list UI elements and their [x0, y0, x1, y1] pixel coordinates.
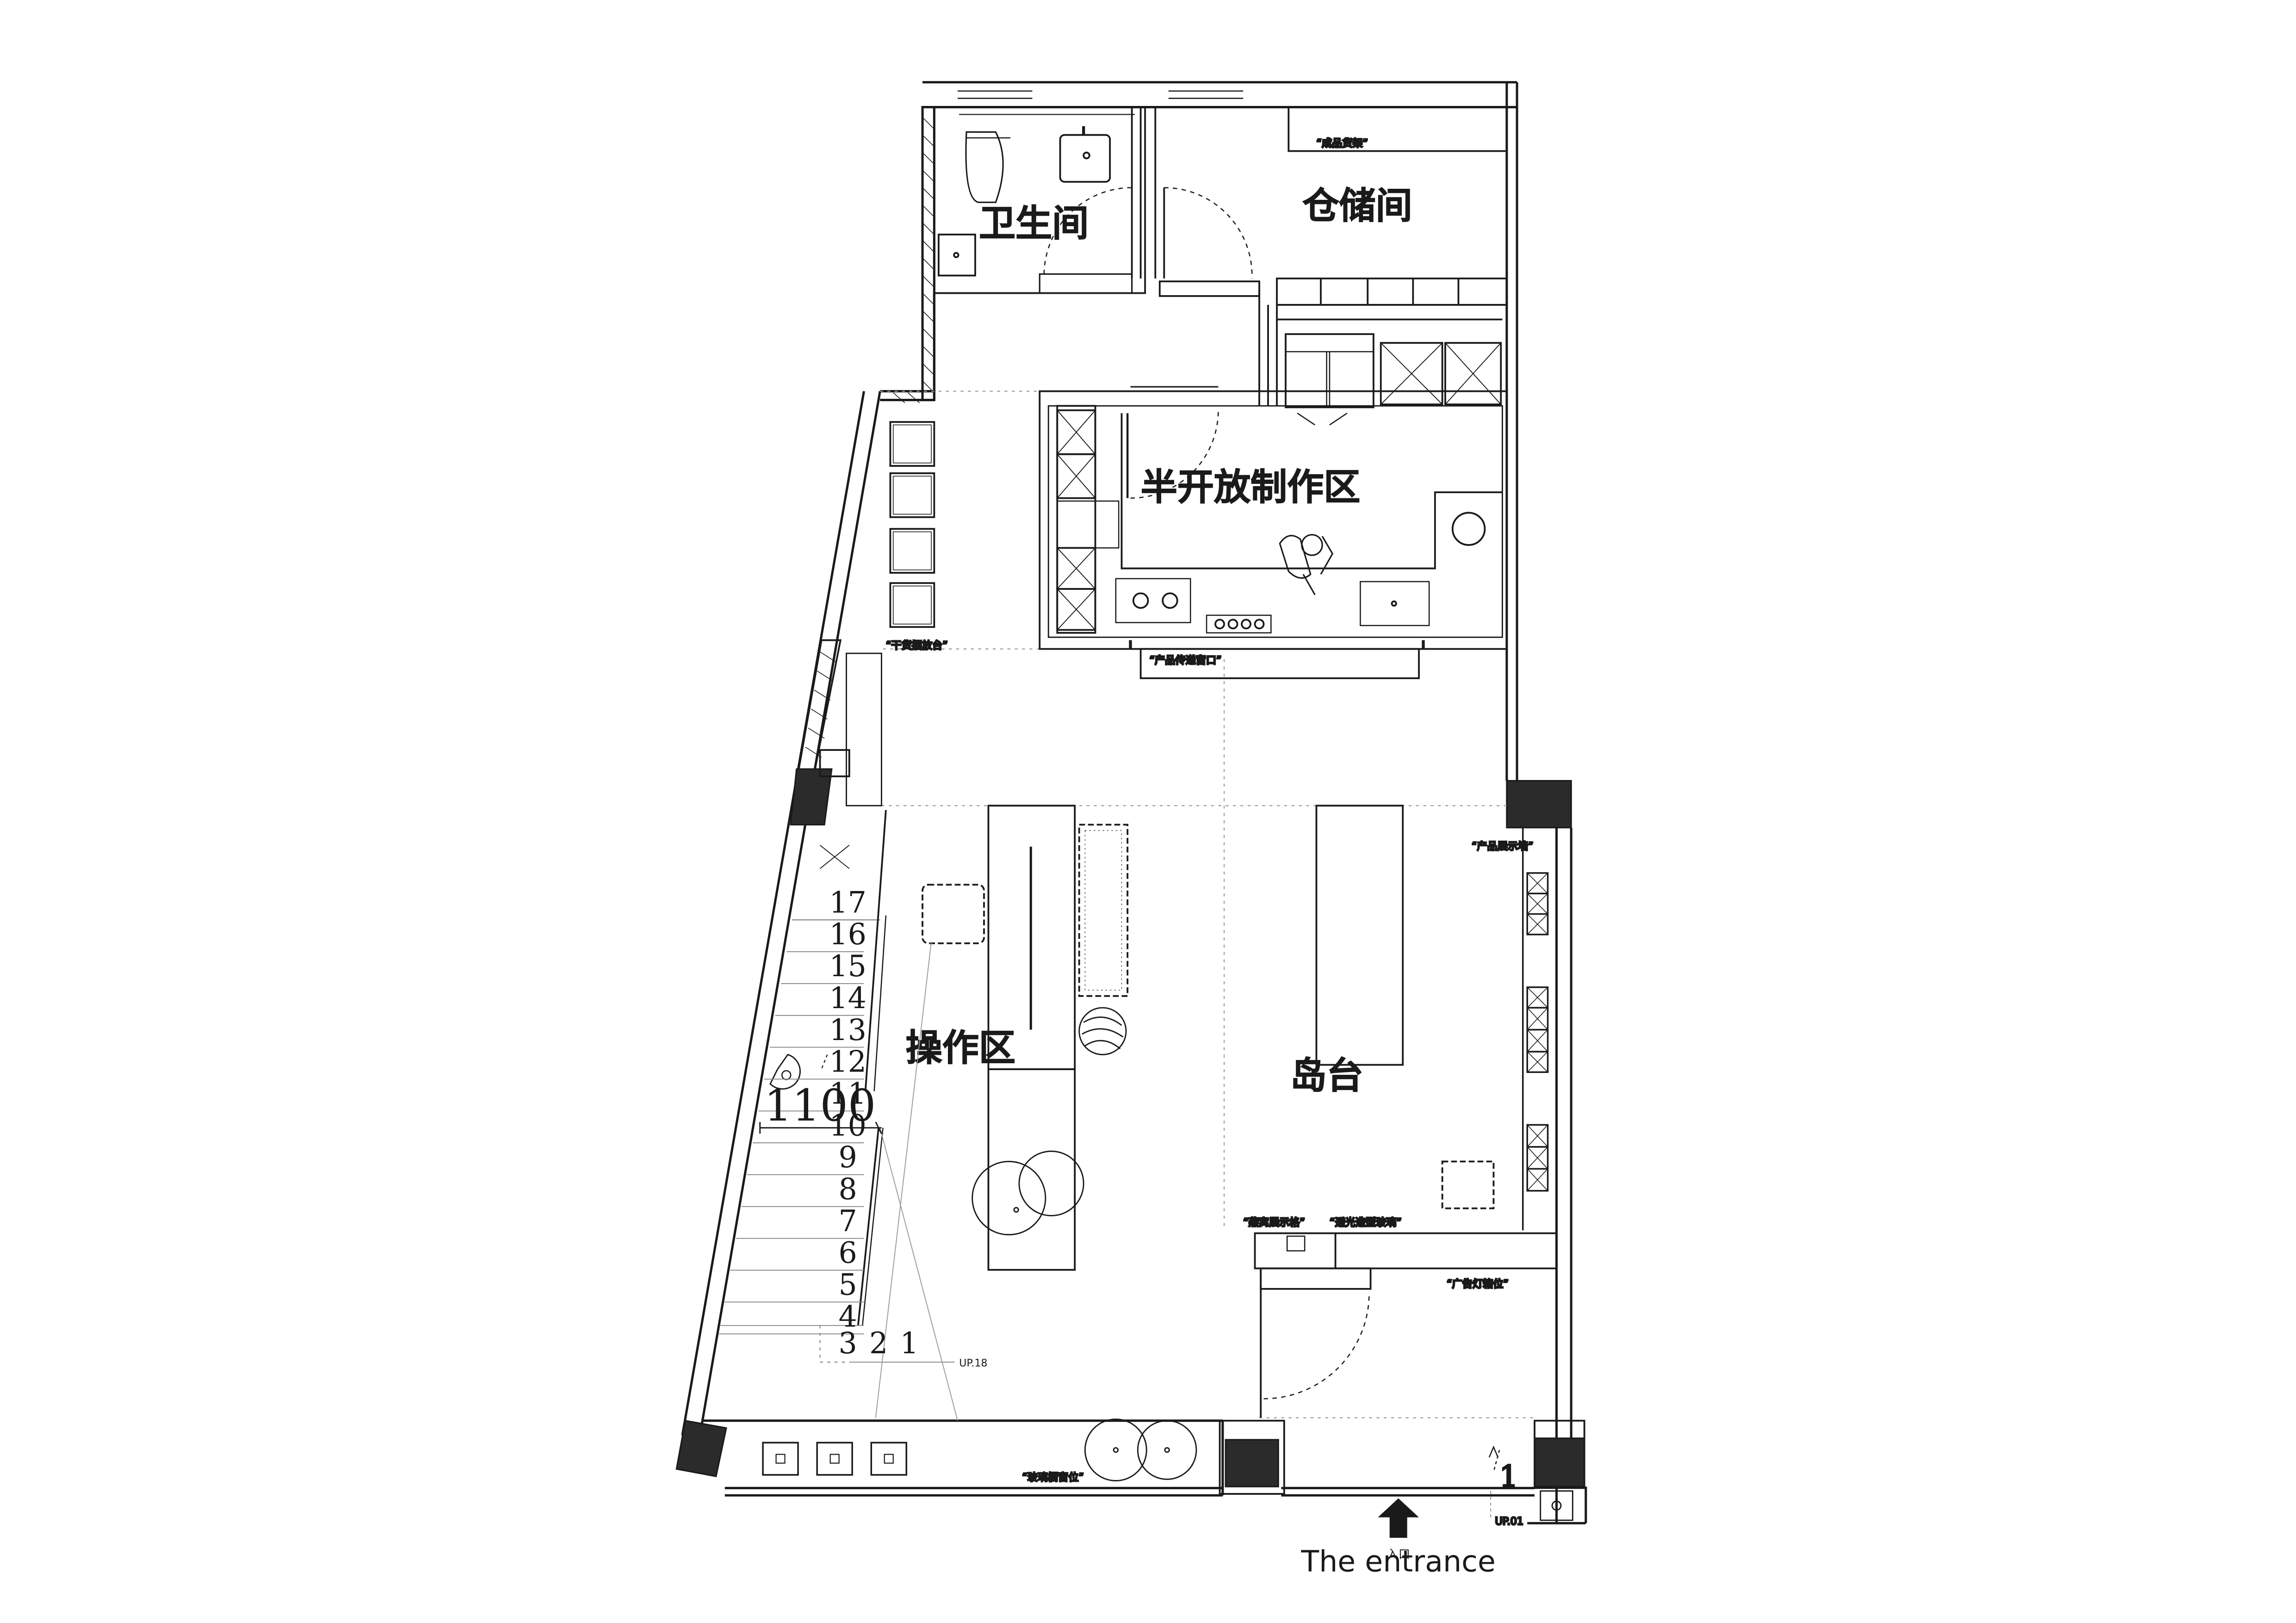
- plant-icon: [1078, 1007, 1127, 1055]
- entrance-label-cn: 入口: [1386, 1547, 1410, 1561]
- entrance-arrow-icon: [1378, 1498, 1419, 1538]
- outer-walls: [681, 81, 1587, 1524]
- label-dry-goods-rack: “干货摆放台”: [886, 640, 948, 652]
- column-right: [1506, 780, 1572, 829]
- plant-icon: [1084, 1419, 1197, 1481]
- staircase: [719, 810, 958, 1421]
- prep-area: 半开放制作区 “产品传递窗口”: [1039, 304, 1508, 679]
- stair-step-number: 2: [869, 1326, 888, 1360]
- person-icon: [1279, 534, 1334, 595]
- stair-bottom-numbers: 3 2 1: [838, 1326, 918, 1360]
- stair-step-number: 6: [838, 1236, 857, 1270]
- stair-step-number: 4: [838, 1299, 857, 1333]
- window-display: “玻璃橱窗位”: [762, 1419, 1197, 1484]
- shower-icon: [937, 234, 976, 277]
- stair-step-number: 14: [829, 981, 866, 1015]
- stair-step-number: 16: [829, 917, 866, 951]
- front-counter: “燕窝展示格” “透光造型玻璃” “广告灯箱位” 1 UP.01: [1242, 1216, 1573, 1528]
- stair-step-number: 13: [829, 1013, 866, 1047]
- stair-step-number: 3: [838, 1326, 857, 1360]
- label-pass-window: “产品传递窗口”: [1150, 654, 1222, 666]
- sink-icon: [1059, 126, 1111, 183]
- entrance-step-number: 1: [1499, 1459, 1518, 1493]
- stair-step-number: 1: [900, 1326, 918, 1360]
- label-nest-display: “燕窝展示格”: [1243, 1217, 1305, 1229]
- stool-icon: [922, 884, 985, 944]
- room-label-operation-area: 操作区: [906, 1027, 1015, 1069]
- stair-step-number: 9: [838, 1140, 857, 1174]
- product-display-wall: “产品展示墙”: [1471, 827, 1549, 1231]
- room-label-prep-area: 半开放制作区: [1141, 466, 1361, 508]
- toilet-icon: [965, 131, 1010, 203]
- island-table: 岛台: [1289, 805, 1495, 1209]
- stool-icon: [1441, 1160, 1495, 1209]
- stair-step-number: 5: [838, 1268, 857, 1302]
- stair-step-number: 11: [829, 1076, 866, 1110]
- label-finished-goods-rack: “成品货架”: [1316, 137, 1368, 149]
- entrance-label-en: The entrance: [1301, 1544, 1496, 1579]
- label-light-glass: “透光造型玻璃”: [1330, 1217, 1402, 1229]
- structural-columns: [675, 768, 1585, 1487]
- room-label-island: 岛台: [1290, 1054, 1363, 1097]
- label-lightbox-sign: “广告灯箱位”: [1447, 1278, 1509, 1290]
- label-product-wall: “产品展示墙”: [1472, 840, 1534, 852]
- stair-step-number: 12: [829, 1045, 866, 1079]
- column-left: [790, 768, 833, 826]
- column-bottom-right: [1534, 1437, 1585, 1487]
- dry-goods-rack: “干货摆放台”: [846, 421, 948, 806]
- storage-room: “成品货架” 仓储间: [1154, 106, 1508, 406]
- stair-step-number: 10: [829, 1108, 866, 1142]
- stair-step-number: 7: [838, 1204, 857, 1238]
- stair-width-dimension: 1100: [764, 1080, 876, 1131]
- stair-newel-icon: [769, 1053, 801, 1090]
- room-label-storage: 仓储间: [1302, 185, 1412, 227]
- column-bottom-left: [675, 1419, 727, 1477]
- label-window-display: “玻璃橱窗位”: [1022, 1471, 1084, 1483]
- plant-icon: [972, 1150, 1084, 1236]
- stair-up-note: UP.18: [959, 1357, 987, 1369]
- entrance: 入口 The entrance: [1301, 1498, 1496, 1579]
- entrance-up-note: UP.01: [1495, 1515, 1523, 1527]
- column-bottom-mid: [1225, 1439, 1279, 1487]
- pass-window: [1139, 648, 1420, 679]
- stair-step-number: 15: [829, 949, 866, 983]
- operation-area: 操作区: [905, 805, 1129, 1271]
- finished-goods-rack: [1287, 106, 1508, 152]
- bathroom: 卫生间: [933, 106, 1146, 294]
- room-label-bathroom: 卫生间: [979, 202, 1089, 245]
- stair-step-number: 8: [838, 1172, 857, 1206]
- column-outlines: [819, 749, 1585, 1495]
- stair-step-number: 17: [829, 885, 866, 919]
